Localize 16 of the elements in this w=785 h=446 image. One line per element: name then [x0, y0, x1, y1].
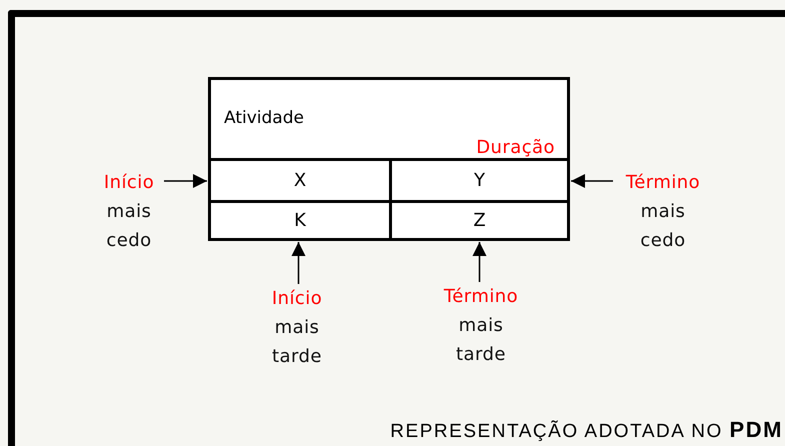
event-label: Início: [272, 287, 322, 311]
event-qualifier: mais cedo: [639, 200, 687, 253]
event-label: Início: [104, 171, 154, 195]
caption-text: REPRESENTAÇÃO ADOTADA NO PDM: [390, 416, 783, 444]
arrow: [472, 242, 486, 282]
duration-label: Duração: [476, 136, 555, 160]
activity-box: [208, 77, 570, 241]
event-qualifier: mais tarde: [455, 314, 507, 367]
arrow: [571, 174, 613, 188]
arrow: [164, 174, 207, 188]
activity-title: Atividade: [224, 107, 304, 130]
event-qualifier: mais cedo: [105, 200, 153, 253]
event-qualifier: mais tarde: [271, 316, 323, 369]
arrow: [292, 242, 306, 284]
event-label: Término: [626, 171, 700, 195]
event-label: Término: [444, 285, 518, 309]
